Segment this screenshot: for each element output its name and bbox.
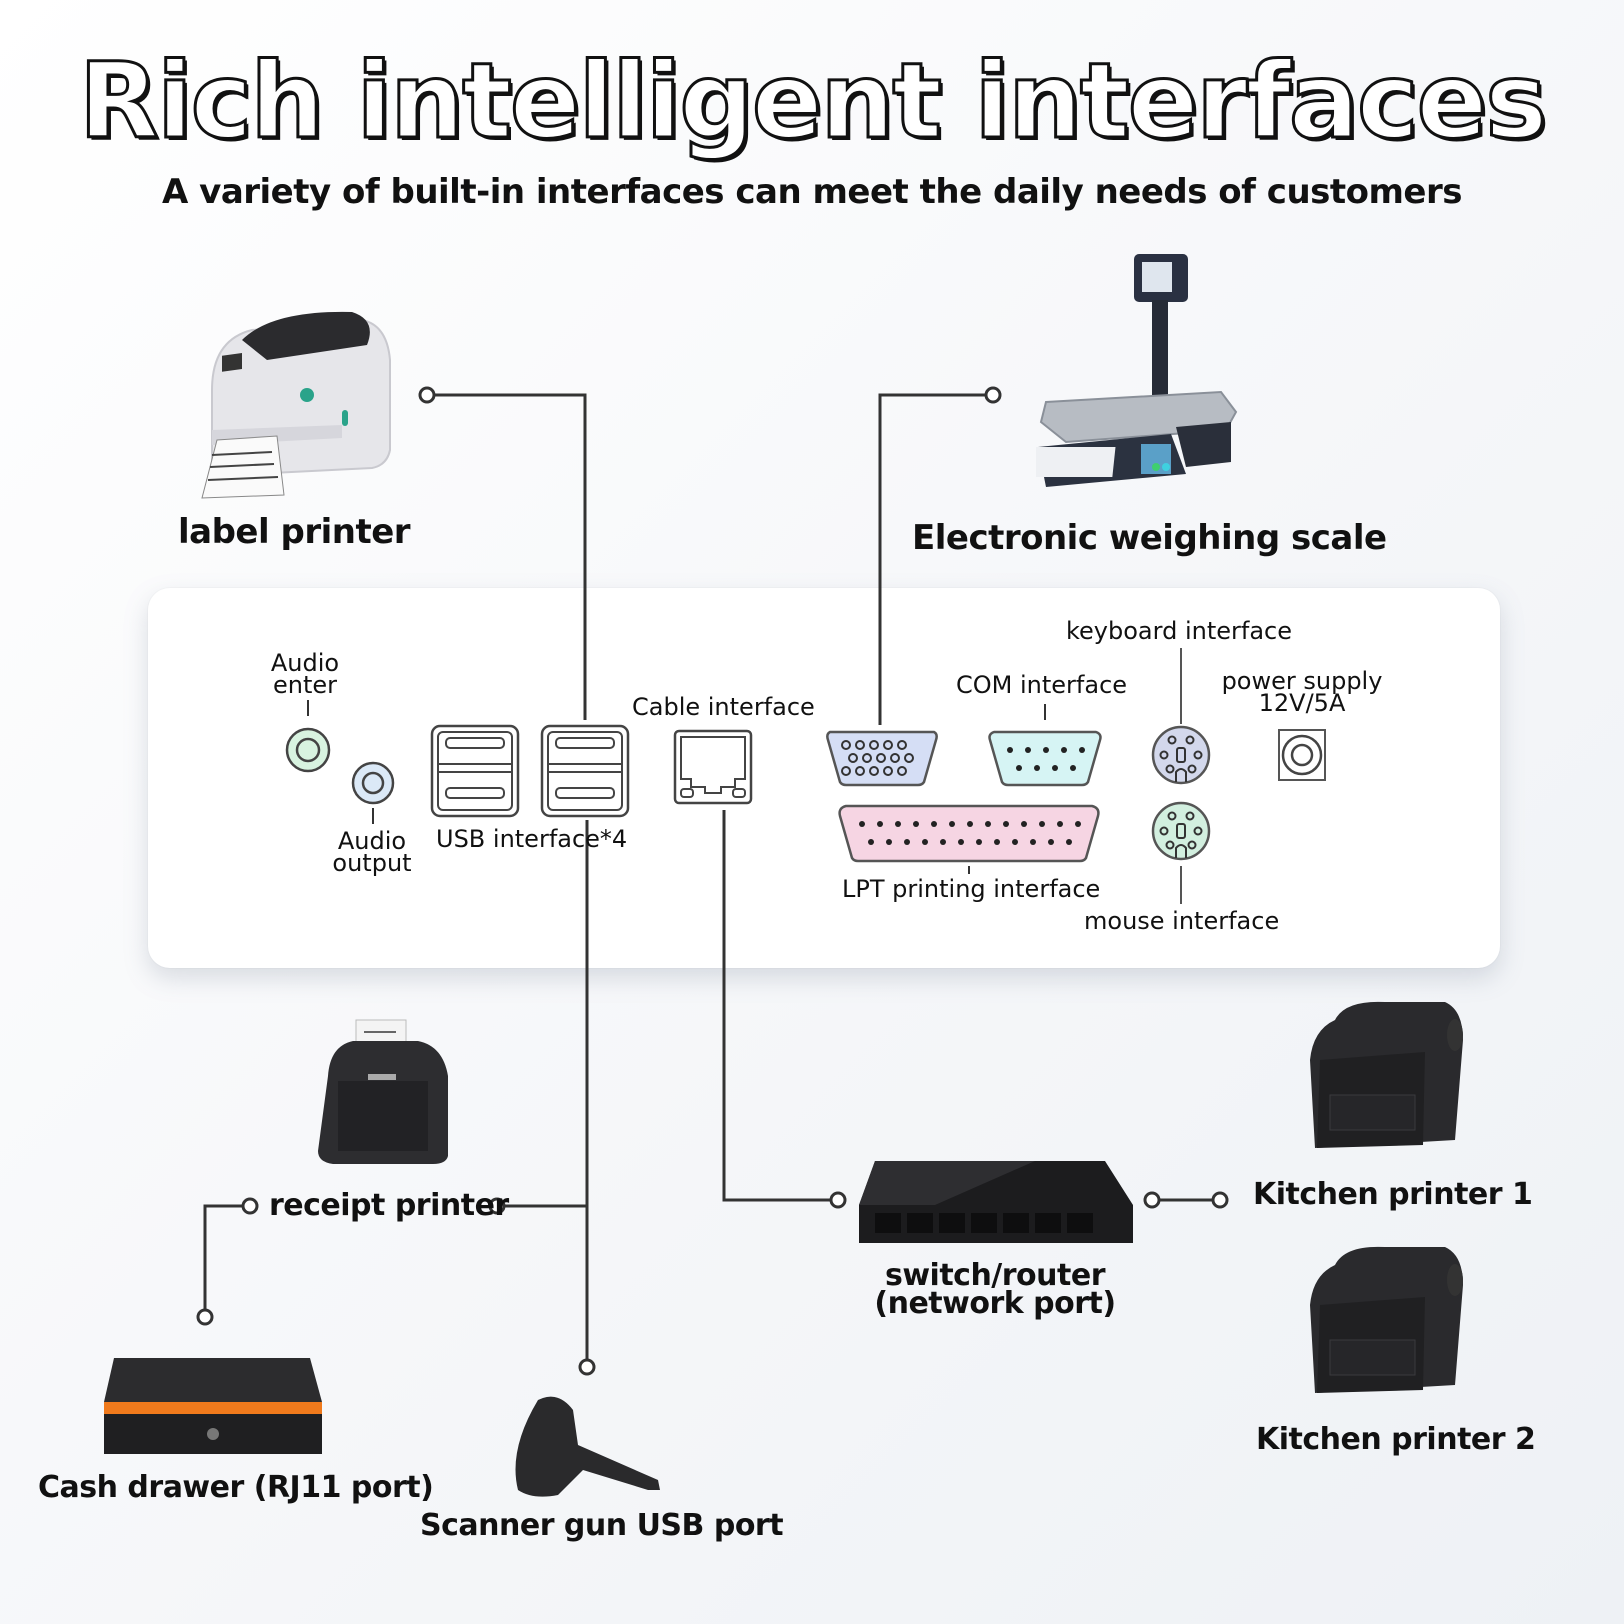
kitchen-printer-2-image	[1305, 1245, 1465, 1395]
cash-drawer-label: Cash drawer (RJ11 port)	[38, 1470, 434, 1505]
usb-port-icon	[430, 724, 520, 818]
lpt-pin	[949, 821, 955, 827]
lpt-pin	[931, 821, 937, 827]
kitchen-printer-2-label: Kitchen printer 2	[1256, 1422, 1536, 1457]
lpt-pin	[1030, 839, 1036, 845]
lpt-pin	[1039, 821, 1045, 827]
audio-out-label: Audio output	[322, 827, 422, 877]
barcode-scanner-icon	[515, 1396, 660, 1497]
power-dc-port-icon	[1278, 729, 1326, 781]
keyboard-ps2-port-icon	[1151, 725, 1211, 785]
receipt-printer-label: receipt printer	[269, 1188, 509, 1223]
lpt-pin	[877, 821, 883, 827]
leader-line	[1044, 704, 1046, 720]
kitchen-printer-1-label: Kitchen printer 1	[1253, 1177, 1533, 1212]
audio-in-label: Audio enter	[270, 649, 340, 699]
wire-node	[241, 1197, 259, 1215]
vga-port-icon	[826, 730, 938, 787]
ethernet-port-icon	[673, 729, 753, 805]
label-printer-image	[192, 300, 402, 500]
com-port-icon	[988, 730, 1102, 787]
lpt-pin	[967, 821, 973, 827]
audio-in-label-line2: enter	[272, 671, 338, 699]
audio-in-label-line1: Audio	[270, 649, 340, 677]
audio-in-port-icon	[285, 727, 331, 773]
lpt-pin	[904, 839, 910, 845]
lpt-port-icon	[838, 804, 1100, 863]
lpt-pin	[985, 821, 991, 827]
audio-out-port-icon	[351, 761, 395, 805]
keyboard-label: keyboard interface	[1066, 617, 1292, 645]
weighing-scale-image	[1036, 252, 1246, 492]
switch-label: switch/router (network port)	[855, 1258, 1135, 1321]
lpt-pin	[859, 821, 865, 827]
audio-out-label-line2: output	[332, 849, 412, 877]
wire-node	[1211, 1191, 1229, 1209]
leader-line	[372, 808, 374, 824]
leader-line	[307, 700, 309, 716]
cash-drawer-icon	[104, 1358, 322, 1454]
usb-label: USB interface*4	[436, 825, 628, 853]
leader-line	[1180, 648, 1182, 724]
label-printer-icon	[201, 311, 391, 499]
leader-line	[1180, 866, 1182, 904]
scanner-image	[498, 1390, 678, 1500]
switch-label-line2: (network port)	[874, 1286, 1116, 1321]
wire-node	[196, 1308, 214, 1326]
network-switch-icon	[859, 1161, 1133, 1243]
switch-image	[855, 1155, 1135, 1255]
lpt-pin	[940, 839, 946, 845]
wire-node	[578, 1358, 596, 1376]
wire-node	[984, 386, 1002, 404]
usb-port-icon	[540, 724, 630, 818]
lpt-pin	[1057, 821, 1063, 827]
mouse-label: mouse interface	[1084, 907, 1280, 935]
lpt-pin	[1075, 821, 1081, 827]
power-label-line2: 12V/5A	[1258, 689, 1346, 717]
wire-node	[1143, 1191, 1161, 1209]
lpt-pin	[1021, 821, 1027, 827]
lpt-pin	[1066, 839, 1072, 845]
page-subtitle: A variety of built-in interfaces can mee…	[162, 172, 1463, 212]
label-printer-label: label printer	[178, 512, 411, 552]
cash-drawer-image	[100, 1352, 330, 1462]
switch-label-line1: switch/router	[884, 1258, 1106, 1293]
kitchen-printer-icon	[1310, 1246, 1463, 1393]
power-label: power supply 12V/5A	[1218, 667, 1386, 717]
kitchen-printer-icon	[1310, 1001, 1463, 1148]
lpt-pin	[994, 839, 1000, 845]
wire-node	[418, 386, 436, 404]
lpt-pin	[958, 839, 964, 845]
audio-out-label-line1: Audio	[337, 827, 407, 855]
receipt-printer-icon	[318, 1019, 448, 1164]
lpt-pin	[868, 839, 874, 845]
kitchen-printer-1-image	[1305, 1000, 1465, 1150]
lpt-pin	[976, 839, 982, 845]
cable-label: Cable interface	[632, 693, 815, 721]
lpt-pin	[913, 821, 919, 827]
wire-node	[829, 1191, 847, 1209]
receipt-printer-image	[308, 1016, 458, 1166]
lpt-pin	[1003, 821, 1009, 827]
lpt-pin	[895, 821, 901, 827]
lpt-pin	[1048, 839, 1054, 845]
lpt-pin	[922, 839, 928, 845]
page-title: Rich intelligent interfaces	[77, 39, 1548, 164]
weighing-scale-icon	[1036, 254, 1238, 487]
power-label-line1: power supply	[1221, 667, 1383, 695]
weighing-scale-label: Electronic weighing scale	[912, 518, 1387, 558]
com-label: COM interface	[956, 671, 1128, 699]
lpt-pin	[886, 839, 892, 845]
scanner-label: Scanner gun USB port	[420, 1508, 784, 1543]
lpt-pin	[1012, 839, 1018, 845]
wire-receipt-cash-drawer	[203, 1204, 250, 1310]
lpt-label: LPT printing interface	[842, 875, 1101, 903]
leader-line	[968, 866, 970, 874]
mouse-ps2-port-icon	[1151, 801, 1211, 861]
